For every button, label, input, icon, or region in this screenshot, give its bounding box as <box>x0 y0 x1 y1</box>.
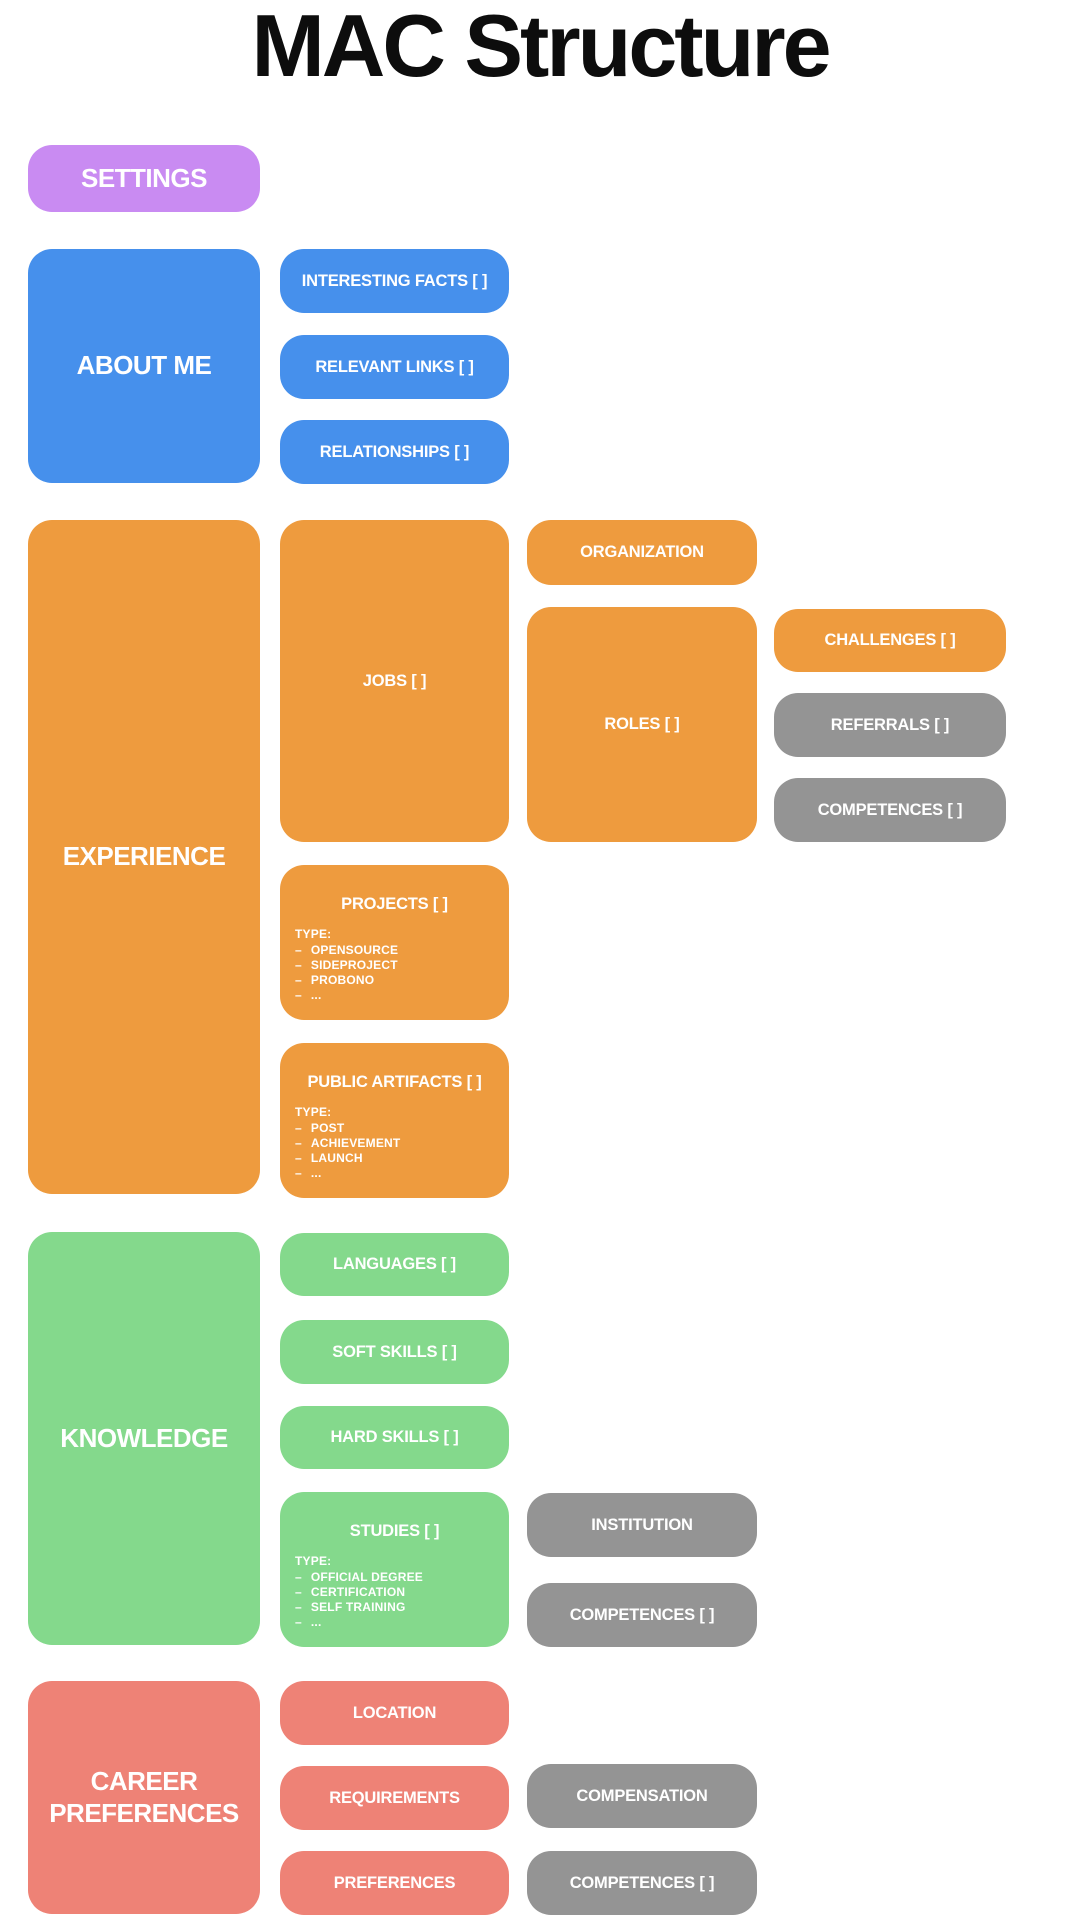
node-location: LOCATION <box>280 1681 509 1745</box>
dash-marker: – <box>295 958 302 972</box>
node-label: JOBS [ ] <box>362 671 427 690</box>
node-competences-studies: COMPETENCES [ ] <box>527 1583 757 1647</box>
node-label: SETTINGS <box>80 162 208 193</box>
node-label: PREFERENCES <box>333 1873 456 1892</box>
node-label: INTERESTING FACTS [ ] <box>301 271 488 290</box>
type-list-item: – ... <box>295 1615 322 1629</box>
node-relationships: RELATIONSHIPS [ ] <box>280 420 509 484</box>
type-list-item: – SIDEPROJECT <box>295 958 398 972</box>
node-soft-skills: SOFT SKILLS [ ] <box>280 1320 509 1384</box>
node-label: REQUIREMENTS <box>329 1788 460 1807</box>
node-jobs: JOBS [ ] <box>280 520 509 842</box>
node-label: EXPERIENCE <box>62 841 226 872</box>
node-label: ORGANIZATION <box>580 543 704 561</box>
node-label: PROJECTS [ ] <box>341 895 448 913</box>
node-requirements: REQUIREMENTS <box>280 1766 509 1830</box>
node-settings: SETTINGS <box>28 145 260 212</box>
type-list-item: – ... <box>295 1166 322 1180</box>
node-label: LOCATION <box>352 1703 437 1722</box>
node-roles: ROLES [ ] <box>527 607 757 842</box>
node-referrals: REFERRALS [ ] <box>774 693 1006 757</box>
node-experience: EXPERIENCE <box>28 520 260 1194</box>
type-heading: TYPE: <box>295 1554 332 1568</box>
dash-marker: – <box>295 1585 302 1599</box>
type-list-item: – PROBONO <box>295 973 375 987</box>
page-title: MAC Structure <box>251 0 831 95</box>
node-label: COMPETENCES [ ] <box>569 1605 715 1624</box>
type-list-item: – ACHIEVEMENT <box>295 1136 401 1150</box>
dash-marker: – <box>295 1151 302 1165</box>
node-label: SOFT SKILLS [ ] <box>332 1342 457 1361</box>
node-knowledge: KNOWLEDGE <box>28 1232 260 1645</box>
type-list-item: – POST <box>295 1121 345 1135</box>
node-hard-skills: HARD SKILLS [ ] <box>280 1406 509 1469</box>
node-label: ABOUT ME <box>76 350 212 381</box>
node-preferences: PREFERENCES <box>280 1851 509 1915</box>
node-label: ROLES [ ] <box>604 715 680 733</box>
dash-marker: – <box>295 988 302 1002</box>
node-label: COMPETENCES [ ] <box>569 1873 715 1892</box>
type-heading: TYPE: <box>295 1105 332 1119</box>
type-heading: TYPE: <box>295 927 332 941</box>
type-list-item: – OFFICIAL DEGREE <box>295 1570 423 1584</box>
node-label: KNOWLEDGE <box>60 1422 228 1453</box>
node-challenges: CHALLENGES [ ] <box>774 609 1006 672</box>
dash-marker: – <box>295 1121 302 1135</box>
type-list-item: – SELF TRAINING <box>295 1600 406 1614</box>
dash-marker: – <box>295 1136 302 1150</box>
type-list-item: – CERTIFICATION <box>295 1585 406 1599</box>
node-label: COMPETENCES [ ] <box>817 800 963 819</box>
node-competences-roles: COMPETENCES [ ] <box>774 778 1006 842</box>
dash-marker: – <box>295 973 302 987</box>
node-label: HARD SKILLS [ ] <box>330 1428 459 1446</box>
node-languages: LANGUAGES [ ] <box>280 1233 509 1296</box>
dash-marker: – <box>295 1166 302 1180</box>
dash-marker: – <box>295 1570 302 1584</box>
node-compensation: COMPENSATION <box>527 1764 757 1828</box>
node-label: PUBLIC ARTIFACTS [ ] <box>307 1073 482 1091</box>
type-list-item: – LAUNCH <box>295 1151 363 1165</box>
dash-marker: – <box>295 943 302 957</box>
node-label: CHALLENGES [ ] <box>824 631 956 649</box>
node-label: INSTITUTION <box>591 1515 693 1534</box>
node-institution: INSTITUTION <box>527 1493 757 1557</box>
node-public-artifacts: PUBLIC ARTIFACTS [ ] TYPE: – POST – ACHI… <box>280 1043 509 1198</box>
node-label: RELEVANT LINKS [ ] <box>315 357 474 376</box>
type-list-item: – OPENSOURCE <box>295 943 399 957</box>
node-competences-career: COMPETENCES [ ] <box>527 1851 757 1915</box>
node-relevant-links: RELEVANT LINKS [ ] <box>280 335 509 399</box>
type-list: TYPE: – OFFICIAL DEGREE – CERTIFICATION … <box>295 1554 494 1630</box>
node-label: REFERRALS [ ] <box>830 715 950 734</box>
dash-marker: – <box>295 1600 302 1614</box>
dash-marker: – <box>295 1615 302 1629</box>
type-list: TYPE: – POST – ACHIEVEMENT – LAUNCH – ..… <box>295 1105 494 1181</box>
node-label: CAREER PREFERENCES <box>49 1765 239 1828</box>
node-projects: PROJECTS [ ] TYPE: – OPENSOURCE – SIDEPR… <box>280 865 509 1020</box>
type-list: TYPE: – OPENSOURCE – SIDEPROJECT – PROBO… <box>295 927 494 1003</box>
type-list-item: – ... <box>295 988 322 1002</box>
node-about-me: ABOUT ME <box>28 249 260 483</box>
node-interesting-facts: INTERESTING FACTS [ ] <box>280 249 509 313</box>
node-studies: STUDIES [ ] TYPE: – OFFICIAL DEGREE – CE… <box>280 1492 509 1647</box>
node-career-preferences: CAREER PREFERENCES <box>28 1681 260 1914</box>
node-organization: ORGANIZATION <box>527 520 757 585</box>
node-label: LANGUAGES [ ] <box>333 1255 456 1273</box>
node-label: RELATIONSHIPS [ ] <box>319 442 470 461</box>
node-label: COMPENSATION <box>576 1786 708 1805</box>
node-label: STUDIES [ ] <box>349 1522 440 1540</box>
